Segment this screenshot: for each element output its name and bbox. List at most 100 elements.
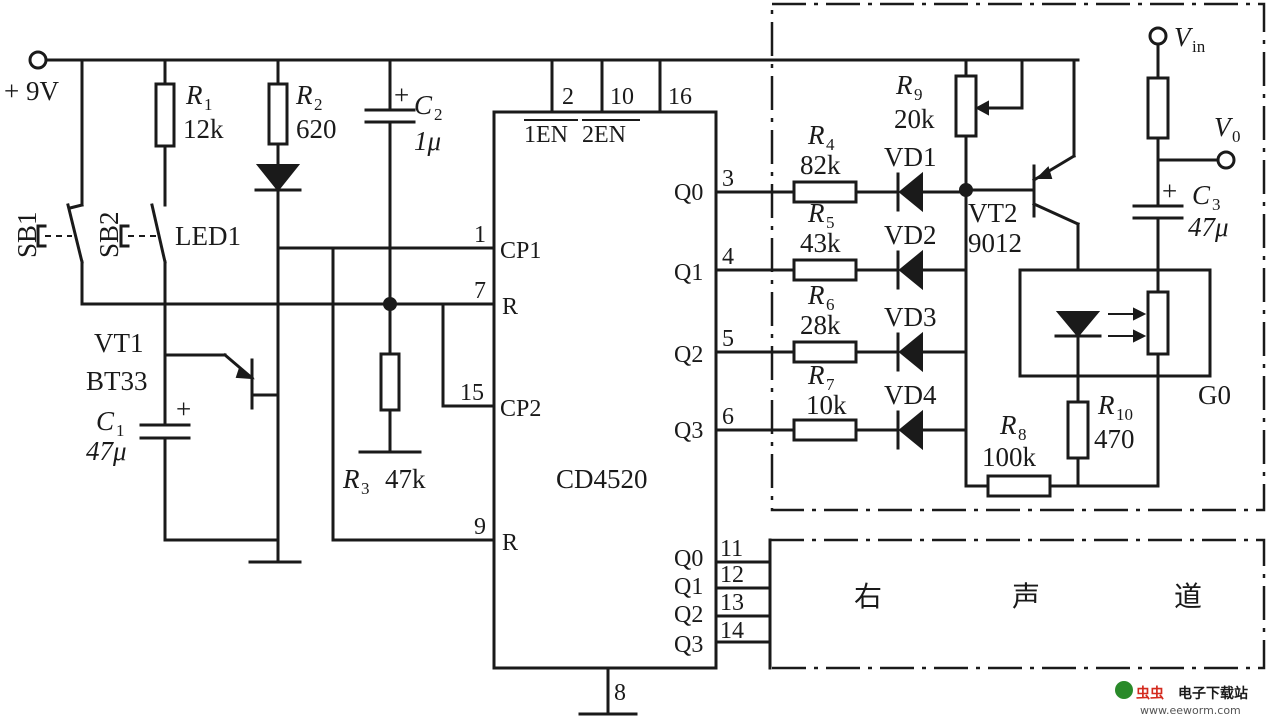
vt2-transistor: VT2 9012 [968, 58, 1080, 312]
r10-value: 470 [1094, 424, 1135, 454]
left-wiring [80, 246, 496, 542]
pin-15-num: 15 [460, 380, 484, 406]
watermark-url: www.eeworm.com [1140, 704, 1241, 717]
r5-sub: 5 [826, 213, 835, 232]
output-module-box [770, 2, 1266, 512]
pin-cp1-name: CP1 [500, 238, 541, 264]
led1-label: LED1 [175, 221, 241, 251]
vt1-ref: VT1 [94, 328, 144, 358]
vin-terminal [1148, 26, 1168, 46]
r1-sub: 1 [204, 95, 213, 114]
c2-value: 1μ [414, 126, 441, 156]
vin-sub: in [1192, 37, 1206, 56]
right-channel-char-1: 右 [854, 580, 882, 613]
pin-1en-name: 1EN [524, 122, 568, 148]
r6-value: 28k [800, 310, 841, 340]
pin-10-num: 10 [610, 84, 634, 110]
r3-ref: R [342, 464, 360, 494]
vd1-label: VD1 [884, 142, 937, 172]
vd4-label: VD4 [884, 380, 937, 410]
c3-ref: C [1192, 180, 1211, 210]
diode-bus [959, 134, 1036, 488]
watermark-site-cn: 电子下载站 [1178, 685, 1248, 702]
r2-ref: R [295, 80, 313, 110]
r9-sub: 9 [914, 85, 923, 104]
vt1-part: BT33 [86, 366, 148, 396]
c1-sub: 1 [116, 421, 125, 440]
r2-value: 620 [296, 114, 337, 144]
sb1-switch: SB1 [12, 58, 84, 306]
r9-potentiometer: R 9 20k [894, 58, 1024, 138]
vd3-diode: VD3 [884, 302, 968, 373]
r8-ref: R [999, 410, 1017, 440]
c2-ref: C [414, 90, 433, 120]
r1-ref: R [185, 80, 203, 110]
g0-label: G0 [1198, 380, 1231, 410]
r9-ref: R [895, 70, 913, 100]
pin-7-num: 7 [474, 278, 486, 304]
c1-capacitor: + C 1 47μ [86, 353, 280, 542]
r3-value: 47k [385, 464, 426, 494]
right-channel-char-3: 道 [1174, 580, 1202, 613]
cd4520-ic: CD4520 2 10 16 1EN 2EN 1 CP1 7 R 15 CP2 … [460, 58, 796, 716]
ic-name: CD4520 [556, 464, 648, 494]
pin-q3b-name: Q3 [674, 632, 703, 658]
r5-value: 43k [800, 228, 841, 258]
r8-resistor: R 8 100k [964, 352, 1160, 498]
c2-polarity: + [394, 80, 409, 110]
r1-resistor: R 1 12k [154, 58, 224, 148]
sb1-label: SB1 [12, 211, 42, 258]
r10-resistor: R 10 470 [1066, 390, 1135, 488]
r2-sub: 2 [314, 95, 323, 114]
pin-cp2-name: CP2 [500, 396, 541, 422]
g0-optocoupler: G0 [1018, 268, 1231, 410]
r4-sub: 4 [826, 135, 835, 154]
pin-3-num: 3 [722, 166, 734, 192]
right-channel-block: 右 声 道 [768, 538, 1266, 670]
pin-13-num: 13 [720, 590, 744, 616]
vo-ref: V [1214, 112, 1234, 142]
right-channel-char-2: 声 [1012, 580, 1040, 613]
pin-2en-name: 2EN [582, 122, 626, 148]
r6-sub: 6 [826, 295, 835, 314]
vin-ref: V [1174, 22, 1194, 52]
r7-value: 10k [806, 390, 847, 420]
vt2-ref: VT2 [968, 198, 1018, 228]
r4-value: 82k [800, 150, 841, 180]
r10-sub: 10 [1116, 405, 1133, 424]
vd2-label: VD2 [884, 220, 937, 250]
c1-value: 47μ [86, 436, 127, 466]
pin-16-num: 16 [668, 84, 692, 110]
vt2-part: 9012 [968, 228, 1022, 258]
pin-11-num: 11 [720, 536, 743, 562]
vd3-label: VD3 [884, 302, 937, 332]
vt1-transistor: VT1 BT33 [86, 328, 302, 564]
pin-14-num: 14 [720, 618, 744, 644]
r1-value: 12k [183, 114, 224, 144]
r2-resistor: R 2 620 [267, 58, 337, 167]
r9-value: 20k [894, 104, 935, 134]
r10-ref: R [1097, 390, 1115, 420]
r7-resistor: R 7 10k [792, 360, 898, 442]
pin-1-num: 1 [474, 222, 486, 248]
watermark-logo: 虫虫 [1136, 685, 1164, 702]
pin-q1-name: Q1 [674, 260, 703, 286]
r4-resistor: R 4 82k [792, 120, 898, 204]
sb2-label: SB2 [94, 211, 124, 258]
pin-5-num: 5 [722, 326, 734, 352]
vd4-diode: VD4 [884, 380, 968, 451]
pin-6-num: 6 [722, 404, 734, 430]
pin-q0b-name: Q0 [674, 546, 703, 572]
pin-q2b-name: Q2 [674, 602, 703, 628]
r6-resistor: R 6 28k [792, 280, 898, 364]
r3-sub: 3 [361, 479, 370, 498]
c3-sub: 3 [1212, 195, 1221, 214]
vo-sub: 0 [1232, 127, 1241, 146]
vd2-diode: VD2 [884, 220, 968, 291]
pin-8-num: 8 [614, 680, 626, 706]
c3-polarity: + [1162, 176, 1177, 206]
supply-label: + 9V [4, 76, 59, 106]
r8-value: 100k [982, 442, 1037, 472]
junction-dot [383, 297, 397, 311]
